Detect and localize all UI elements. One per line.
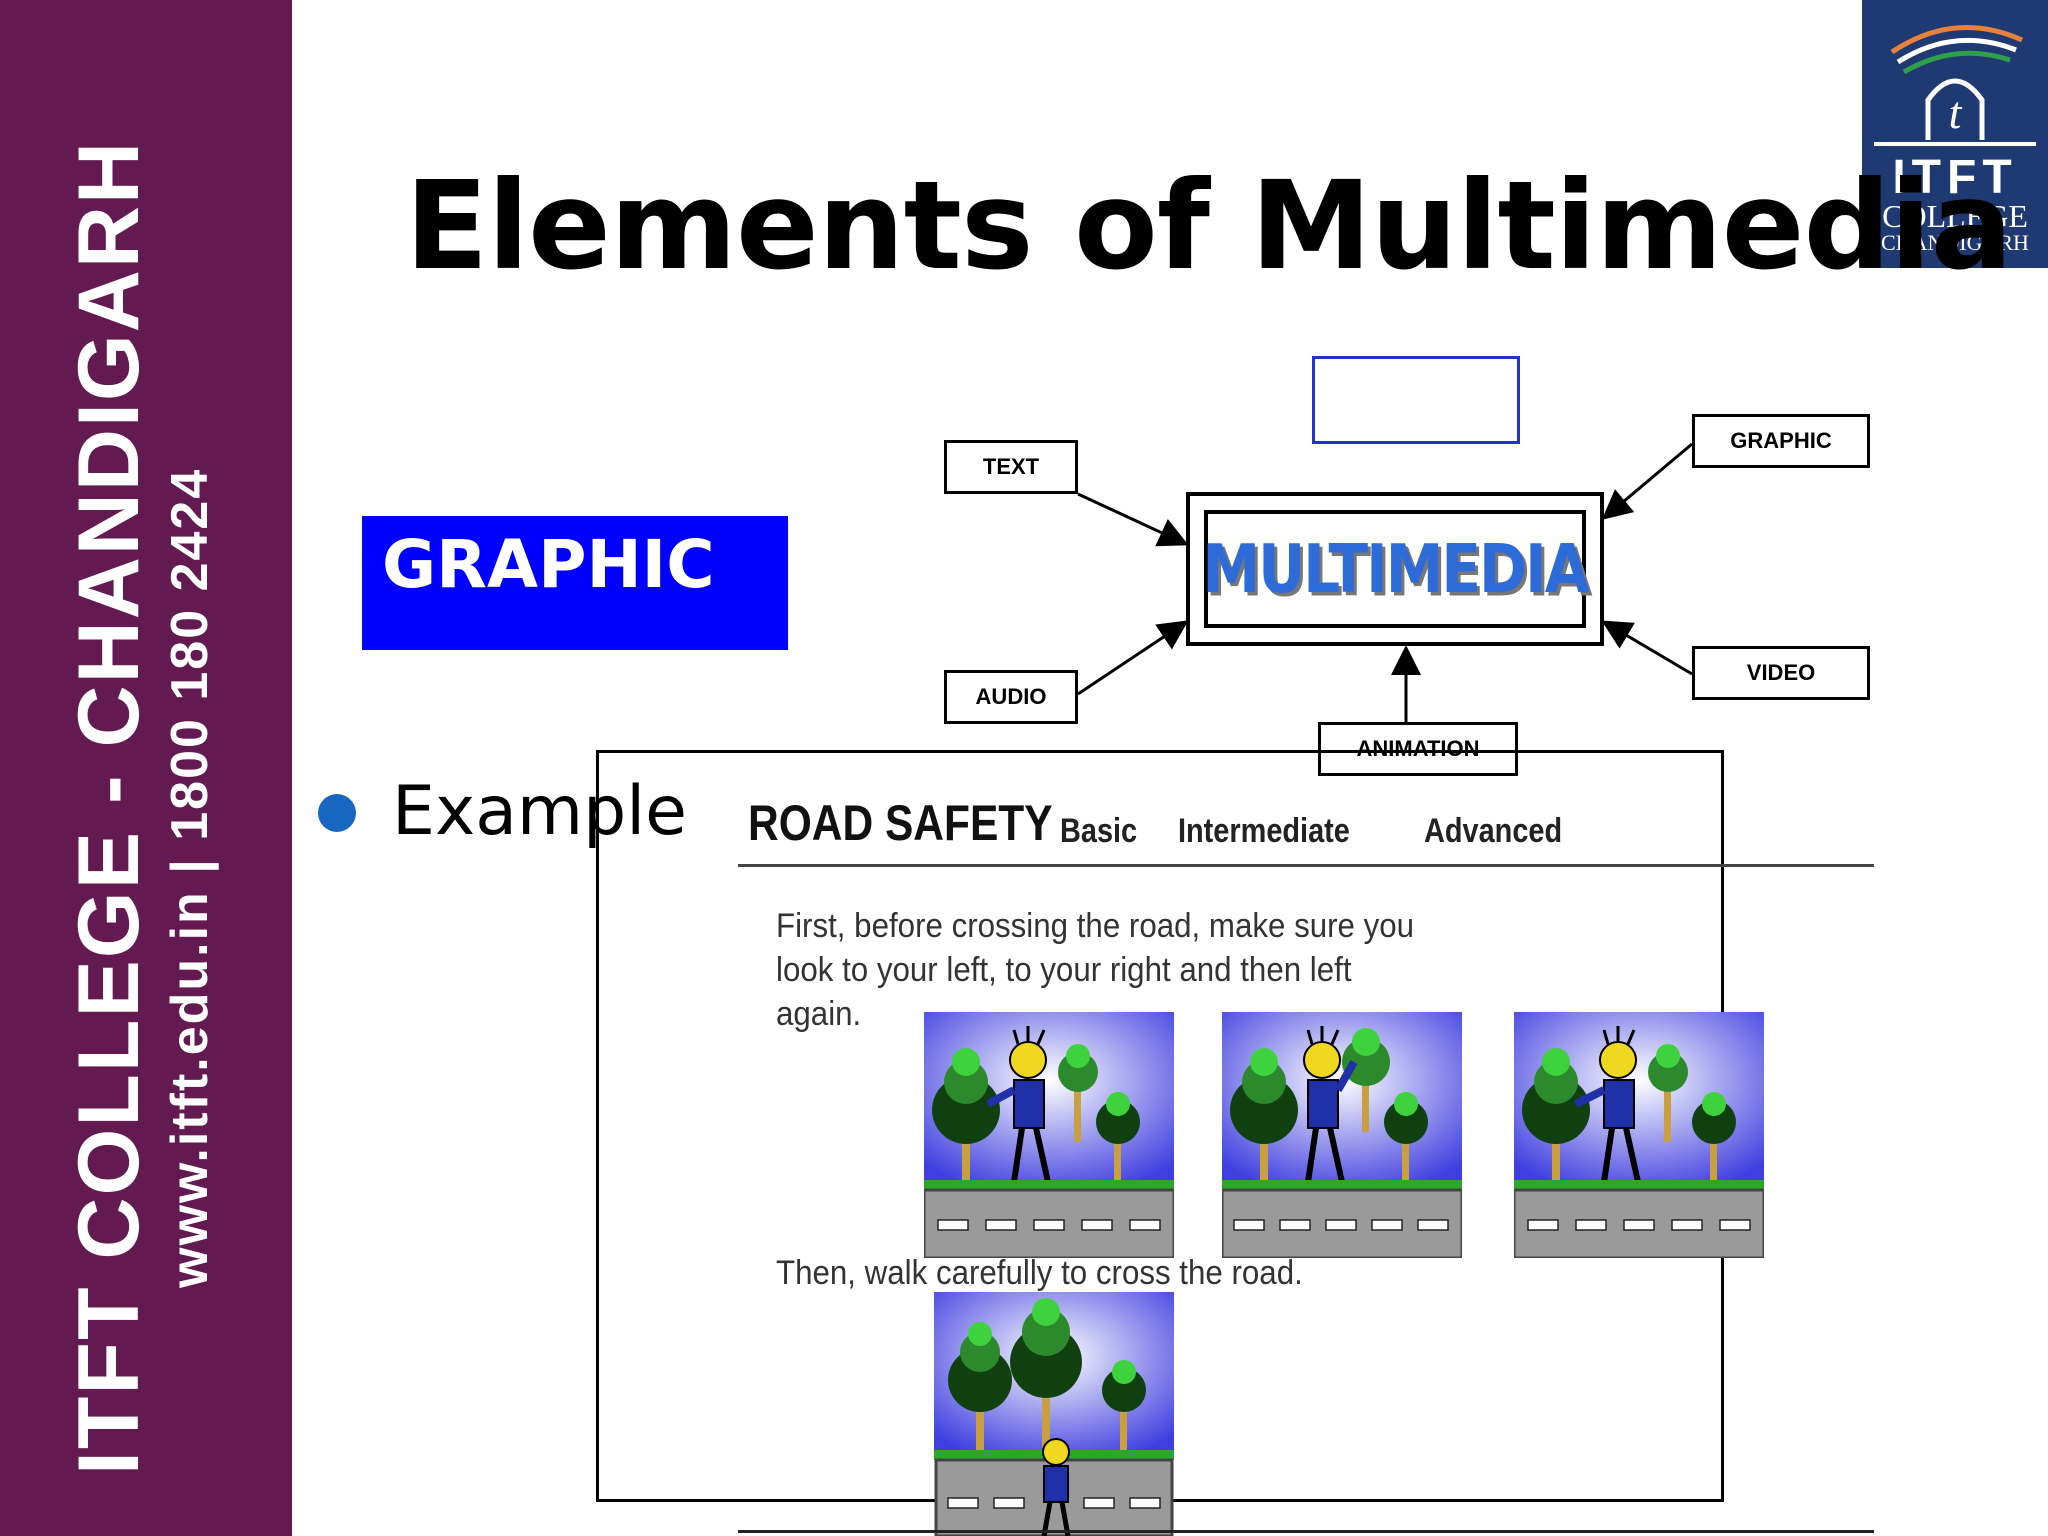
road-safety-paragraph-2: Then, walk carefully to cross the road. xyxy=(776,1254,1303,1292)
road-safety-bottom-rule xyxy=(738,1530,1874,1533)
college-name: ITFT COLLEGE - CHANDIGARH xyxy=(61,139,157,1475)
multimedia-center-inner: MULTIMEDIA xyxy=(1202,510,1590,628)
label-animation: ANIMATION xyxy=(1318,722,1518,776)
road-safety-paragraph-1: First, before crossing the road, make su… xyxy=(776,907,1415,1033)
label-audio: AUDIO xyxy=(944,670,1078,724)
nav-basic: Basic xyxy=(1060,812,1138,850)
svg-text:t: t xyxy=(1949,87,1963,138)
multimedia-diagram: TEXT AUDIO GRAPHIC VIDEO ANIMATION MULTI… xyxy=(930,350,1870,780)
arrow-graphic xyxy=(1601,442,1693,520)
graphic-highlight-text: GRAPHIC xyxy=(382,526,715,603)
sidebar-banner: ITFT COLLEGE - CHANDIGARH www.itft.edu.i… xyxy=(0,0,292,1536)
label-graphic: GRAPHIC xyxy=(1692,414,1870,468)
logo-arch-icon: t xyxy=(1874,25,2036,146)
arrow-audio xyxy=(1077,620,1189,696)
sidebar-text-group: ITFT COLLEGE - CHANDIGARH www.itft.edu.i… xyxy=(0,43,292,1493)
nav-advanced: Advanced xyxy=(1424,812,1563,850)
blank-box xyxy=(1312,356,1520,444)
diagram-arrows xyxy=(1077,442,1693,722)
logo-city: CHANDIGARH xyxy=(1881,230,2029,255)
cartoon-scene-look-right xyxy=(1222,1012,1462,1258)
cartoon-scene-crossing xyxy=(934,1292,1174,1536)
cartoon-scene-look-left-again xyxy=(1514,1012,1764,1258)
college-contact: www.itft.edu.in | 1800 180 2424 xyxy=(161,467,219,1288)
slide-title: Elements of Multimedia xyxy=(405,155,2013,297)
arrow-video xyxy=(1601,620,1693,676)
logo-word: ITFT xyxy=(1892,151,2018,204)
college-logo: t ITFT COLLEGE CHANDIGARH xyxy=(1862,0,2048,268)
cartoon-scene-look-left xyxy=(924,1012,1174,1258)
label-video: VIDEO xyxy=(1692,646,1870,700)
road-safety-divider xyxy=(738,864,1874,867)
multimedia-center-box: MULTIMEDIA xyxy=(1186,492,1604,646)
graphic-highlight-box: GRAPHIC xyxy=(362,516,788,650)
nav-intermediate: Intermediate xyxy=(1178,812,1350,850)
bullet-dot-icon xyxy=(318,794,356,832)
label-text: TEXT xyxy=(944,440,1078,494)
arrow-text xyxy=(1077,492,1189,547)
multimedia-center-text: MULTIMEDIA xyxy=(1202,529,1589,609)
logo-college: COLLEGE xyxy=(1882,198,2028,234)
road-safety-title: ROAD SAFETY xyxy=(748,795,1053,851)
bullet-example: Example xyxy=(392,772,688,851)
